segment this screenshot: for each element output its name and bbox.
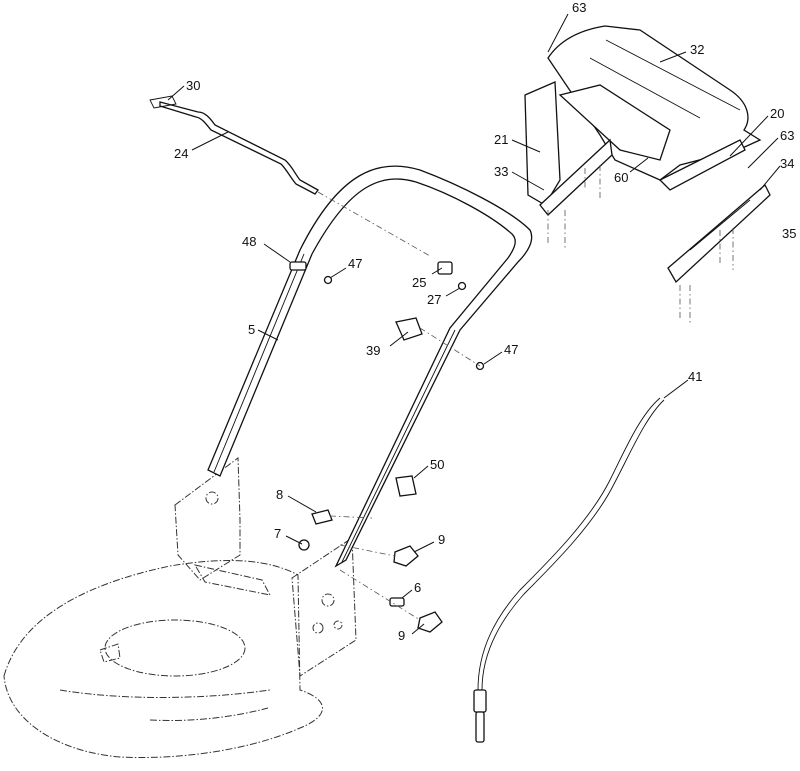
callout-24: 24: [174, 146, 188, 161]
callout-63-top: 63: [572, 0, 586, 15]
callout-32: 32: [690, 42, 704, 57]
callout-25: 25: [412, 275, 426, 290]
callout-21: 21: [494, 132, 508, 147]
callout-33: 33: [494, 164, 508, 179]
callout-27: 27: [427, 292, 441, 307]
callout-7: 7: [274, 526, 281, 541]
callout-8: 8: [276, 487, 283, 502]
callout-9-upper: 9: [438, 532, 445, 547]
callout-50: 50: [430, 457, 444, 472]
mower-deck-phantom: [3, 457, 357, 758]
callout-5: 5: [248, 322, 255, 337]
callout-6: 6: [414, 580, 421, 595]
callouts: 63 32 30 24 21 33 60 20 63 34 35 48 47 2…: [174, 0, 796, 643]
leader-lines: [167, 13, 781, 635]
callout-20: 20: [770, 106, 784, 121]
callout-34: 34: [780, 156, 794, 171]
upper-handle-console: [524, 25, 771, 325]
callout-35: 35: [782, 226, 796, 241]
callout-47-upper: 47: [348, 256, 362, 271]
callout-48: 48: [242, 234, 256, 249]
hardware: [289, 261, 485, 633]
lower-handle: [207, 165, 533, 568]
callout-39: 39: [366, 343, 380, 358]
callout-9-lower: 9: [398, 628, 405, 643]
callout-60: 60: [614, 170, 628, 185]
drive-cable: [473, 397, 665, 743]
control-rod: [149, 95, 431, 257]
callout-47-lower: 47: [504, 342, 518, 357]
callout-30: 30: [186, 78, 200, 93]
callout-41: 41: [688, 369, 702, 384]
callout-63-right: 63: [780, 128, 794, 143]
